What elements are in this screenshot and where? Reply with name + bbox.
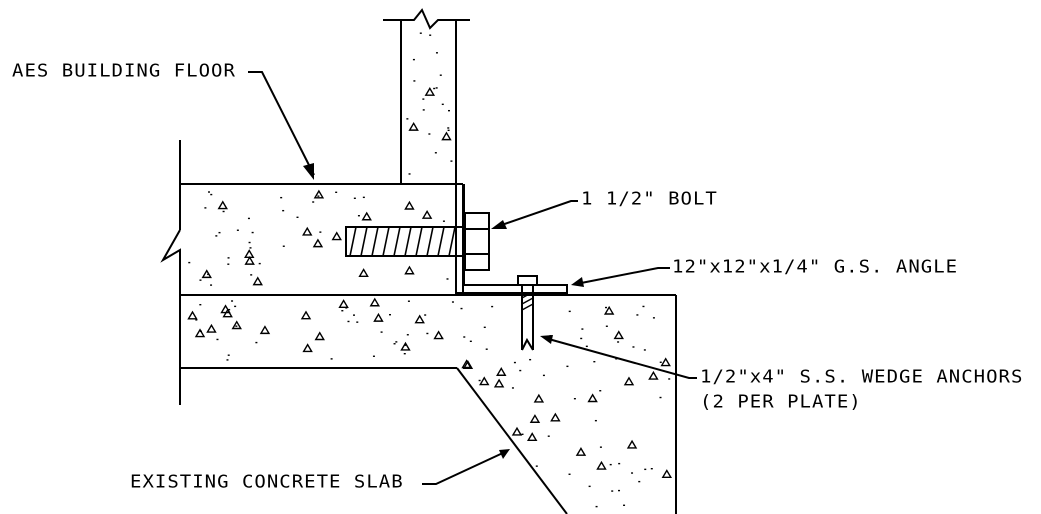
stipple-triangle	[338, 299, 349, 308]
building-floor-slab	[160, 140, 464, 293]
stipple-triangle	[511, 426, 523, 436]
leader-arrowheads	[303, 163, 584, 459]
stipple-triangle	[252, 276, 263, 286]
stipple-triangle	[201, 269, 212, 279]
stipple-triangle	[661, 469, 673, 479]
stipple-triangle	[194, 328, 206, 338]
stipple-triangle	[461, 359, 472, 369]
stipple-triangle	[231, 320, 242, 330]
label-angle: 12"x12"x1/4" G.S. ANGLE	[672, 257, 959, 278]
leader-building-floor	[248, 71, 315, 176]
stipple-triangle	[648, 370, 659, 380]
stipple-triangle	[526, 432, 538, 442]
stipple-triangle	[550, 412, 561, 422]
stipple-triangle	[331, 231, 342, 241]
leader-anchors	[544, 337, 697, 379]
label-existing-slab: EXISTING CONCRETE SLAB	[130, 472, 404, 493]
stipple-triangle	[373, 312, 384, 322]
stipple-triangle	[613, 330, 624, 340]
bolt-threads	[349, 226, 456, 257]
label-wedge-anchors: 1/2"x4" S.S. WEDGE ANCHORS	[700, 367, 1024, 388]
stipple-triangle	[313, 189, 325, 199]
stipple-triangle	[259, 325, 271, 335]
bolt	[345, 212, 490, 271]
stipple-triangle	[314, 331, 325, 341]
wall-break-line	[383, 8, 470, 30]
stipple-triangle	[187, 310, 198, 320]
stipple-triangle	[433, 330, 444, 340]
leader-angle	[575, 267, 670, 285]
stipple-triangle	[302, 226, 313, 236]
stipple-triangle	[421, 210, 433, 219]
stipple-triangle	[220, 304, 231, 314]
stipple-triangle	[206, 323, 217, 333]
stipple-triangle	[479, 376, 490, 386]
stipple-triangle	[660, 357, 671, 367]
stipple-triangle	[414, 314, 425, 324]
stipple-triangle	[404, 265, 415, 275]
bolt-head	[464, 212, 490, 271]
stipple-triangle	[244, 255, 255, 265]
existing-slab	[179, 293, 677, 514]
stipple-triangle	[596, 460, 607, 470]
stipple-triangle	[408, 121, 419, 131]
label-anchors-per-plate: (2 PER PLATE)	[700, 392, 862, 413]
stipple-triangle	[441, 131, 452, 141]
stipple-triangle	[462, 360, 474, 369]
label-building-floor: AES BUILDING FLOOR	[12, 61, 236, 82]
stipple-triangle	[626, 439, 638, 449]
stipple-triangle	[404, 200, 415, 210]
concrete-stipple	[187, 32, 673, 508]
stipple-triangle	[493, 378, 505, 388]
wedge-anchor	[515, 275, 540, 351]
stipple-triangle	[529, 414, 541, 423]
stipple-triangle	[361, 211, 372, 221]
stipple-triangle	[300, 310, 312, 320]
wall-section	[383, 8, 470, 184]
label-bolt: 1 1/2" BOLT	[581, 189, 718, 210]
leader-lines	[248, 71, 697, 485]
stipple-triangle	[424, 87, 436, 96]
stipple-triangle	[603, 305, 615, 315]
stipple-triangle	[623, 376, 635, 386]
floor-break-line	[160, 229, 181, 293]
leader-bolt	[495, 200, 578, 228]
stipple-triangle	[533, 393, 545, 403]
leader-existing-slab	[422, 451, 506, 485]
stipple-triangle	[587, 393, 598, 403]
stipple-triangle	[496, 367, 507, 376]
stipple-triangle	[369, 297, 381, 307]
gs-angle	[455, 184, 568, 294]
stipple-triangle	[575, 447, 587, 456]
stipple-triangle	[302, 343, 313, 353]
stipple-triangle	[244, 249, 255, 259]
stipple-triangle	[217, 200, 228, 210]
stipple-triangle	[358, 268, 369, 277]
stipple-triangle	[400, 341, 411, 351]
stipple-triangle	[312, 238, 324, 248]
